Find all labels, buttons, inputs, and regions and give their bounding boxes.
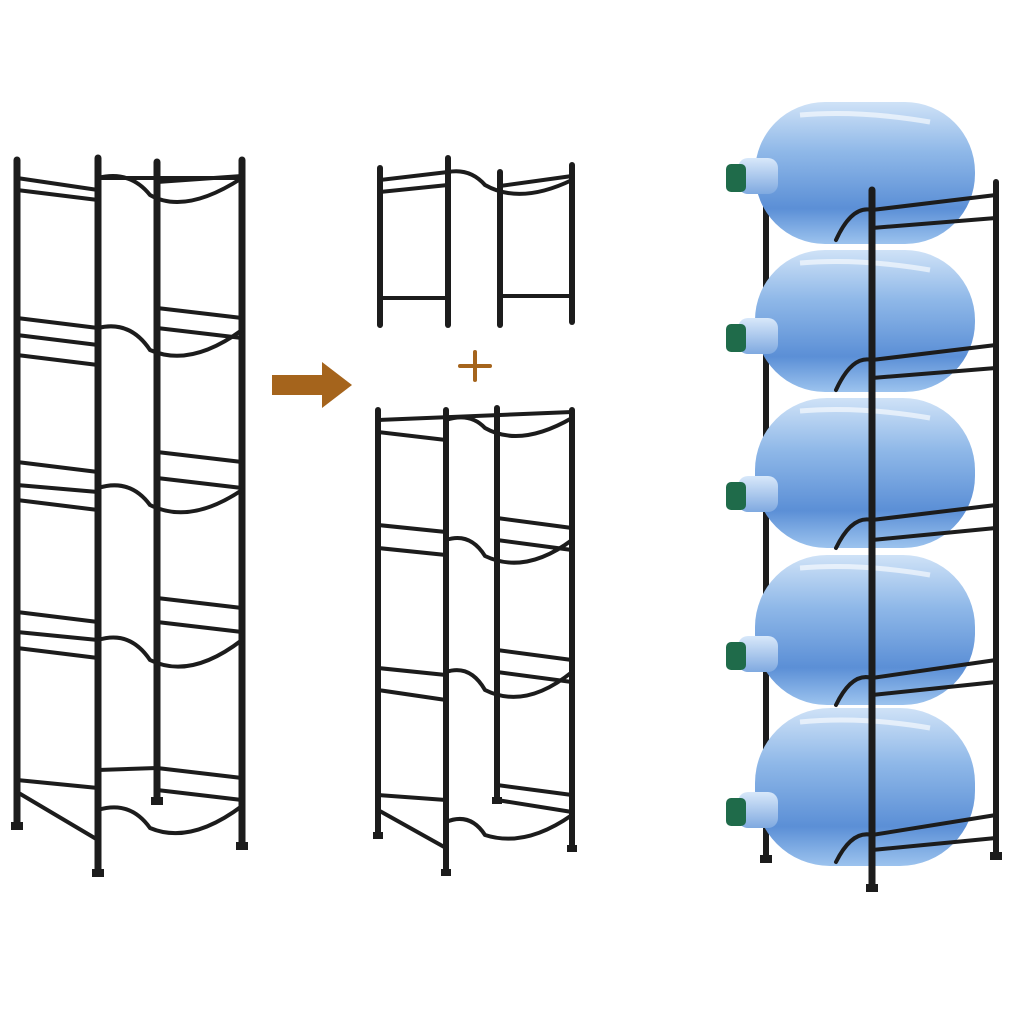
water-bottle bbox=[726, 102, 975, 244]
water-bottle bbox=[726, 250, 975, 392]
small-rack bbox=[377, 155, 575, 328]
water-bottle bbox=[726, 555, 975, 705]
four-tier-rack bbox=[373, 405, 577, 876]
water-bottle bbox=[726, 398, 975, 548]
five-tier-rack bbox=[11, 154, 248, 877]
right-arrow-icon bbox=[272, 362, 352, 408]
rack-with-bottles bbox=[726, 102, 1002, 892]
plus-icon bbox=[458, 350, 492, 382]
